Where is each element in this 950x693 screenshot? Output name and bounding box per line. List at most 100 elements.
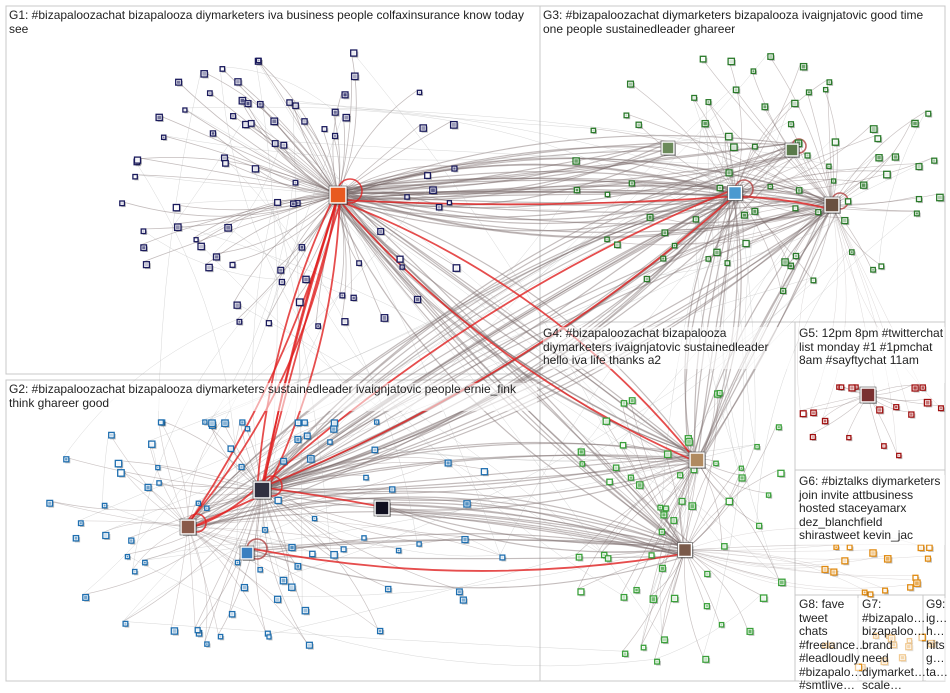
node: [626, 80, 635, 88]
edge-red: [336, 195, 731, 206]
node: [846, 434, 852, 441]
node: [759, 594, 768, 602]
node-fill: [142, 230, 145, 233]
edge-spoke: [254, 489, 266, 632]
node-fill: [909, 586, 912, 589]
node-fill: [748, 629, 752, 633]
edge-spoke: [194, 489, 263, 628]
edge-spoke: [684, 549, 914, 577]
node: [724, 132, 733, 141]
node: [654, 658, 661, 665]
edge-spoke: [684, 544, 848, 551]
node-fill: [723, 545, 726, 548]
node: [452, 264, 461, 272]
node-fill: [616, 243, 619, 247]
node-fill: [672, 596, 677, 601]
node-fill: [206, 643, 208, 645]
node-fill: [672, 519, 676, 522]
edge-spoke: [337, 194, 347, 319]
node-fill: [297, 300, 302, 305]
edge-spoke: [734, 157, 932, 194]
node: [643, 275, 650, 283]
node: [869, 125, 878, 133]
node: [718, 621, 725, 628]
node: [274, 198, 282, 206]
edge-spoke: [238, 97, 339, 196]
node-fill: [659, 506, 662, 509]
node: [193, 237, 199, 243]
node: [670, 594, 679, 603]
node-fill: [446, 461, 450, 465]
node-fill: [65, 458, 68, 461]
node-fill: [604, 419, 609, 423]
edge-spoke: [684, 549, 842, 565]
edge-bundle: [343, 200, 830, 233]
node-fill: [363, 537, 365, 539]
edge-spoke: [187, 458, 282, 528]
node-fill: [308, 457, 313, 461]
node: [114, 459, 123, 468]
edge-bundle: [341, 186, 738, 194]
node-fill: [871, 551, 875, 555]
node-fill: [637, 123, 640, 127]
node-fill: [926, 557, 930, 560]
node-fill: [352, 296, 355, 300]
edge-faint: [158, 70, 202, 421]
node-fill: [352, 51, 356, 55]
edge-spoke: [647, 204, 833, 227]
edge-red: [256, 195, 336, 492]
edge-bundle: [265, 200, 832, 495]
node: [692, 216, 700, 223]
node: [257, 566, 263, 573]
node: [792, 252, 800, 260]
edge-faint: [295, 53, 769, 421]
node-fill: [292, 202, 295, 206]
node: [841, 216, 849, 225]
edge-bundle: [338, 157, 826, 200]
node-fill: [175, 206, 179, 210]
edge-spoke: [187, 526, 378, 629]
node-fill: [264, 528, 266, 531]
node-fill: [690, 504, 695, 508]
edge-bundle: [258, 441, 700, 488]
node-fill: [629, 476, 632, 479]
node: [705, 99, 712, 105]
node: [705, 256, 712, 262]
node: [713, 460, 719, 467]
node-fill: [579, 590, 582, 593]
node-fill: [223, 421, 227, 426]
edge-faint: [691, 95, 745, 657]
edge-bundle: [267, 463, 703, 501]
node-fill: [602, 553, 606, 557]
node-fill: [704, 657, 708, 661]
edge-faint: [193, 237, 606, 557]
node: [810, 277, 817, 284]
node-fill: [622, 595, 626, 599]
node-fill: [418, 91, 421, 94]
node-fill: [783, 260, 787, 264]
node: [882, 587, 889, 594]
node: [240, 583, 249, 592]
node: [620, 593, 628, 601]
node: [787, 121, 795, 128]
edge-bundle: [268, 462, 700, 495]
node-fill: [777, 426, 780, 429]
edge-spoke: [102, 522, 189, 533]
edge-spoke: [132, 174, 339, 196]
node: [621, 650, 629, 657]
edge-spoke: [684, 549, 779, 580]
node-fill: [575, 188, 579, 192]
node-fill: [253, 167, 258, 171]
edge-spoke: [684, 549, 883, 589]
edge-spoke: [159, 419, 189, 528]
node: [831, 138, 840, 146]
node-fill: [812, 411, 815, 415]
edge-bundle: [684, 196, 742, 465]
edge-spoke: [806, 89, 833, 206]
node: [777, 469, 785, 478]
node-fill: [323, 128, 326, 131]
edge-faint: [671, 435, 687, 596]
edge-spoke: [337, 194, 382, 315]
node: [925, 110, 932, 117]
edge-faint: [372, 446, 581, 463]
